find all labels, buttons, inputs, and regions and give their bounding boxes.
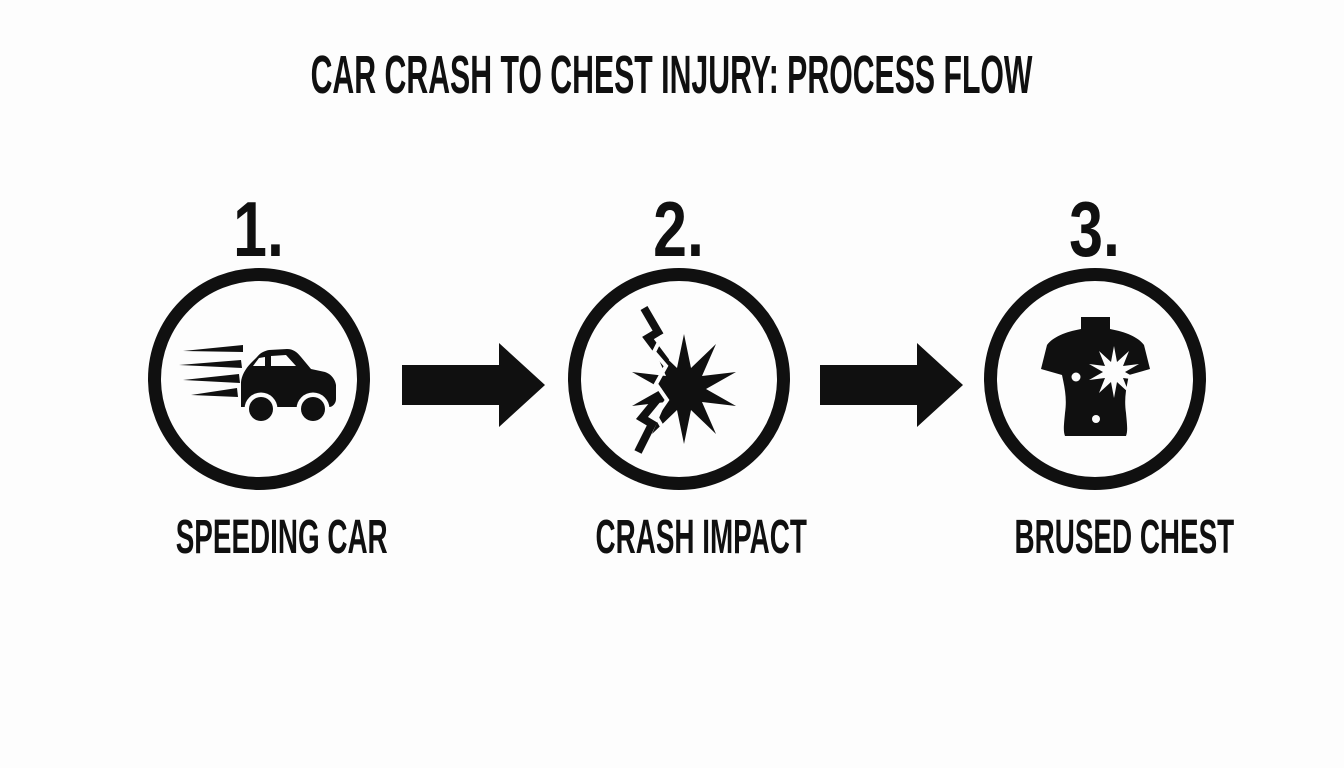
step-label: CRASH IMPACT (595, 511, 807, 564)
step-label: SPEEDING CAR (175, 511, 388, 564)
step-speeding-car: 1. (99, 185, 419, 564)
step-crash-impact: 2. CRASH IMPACT (519, 185, 839, 564)
crash-impact-icon (604, 304, 754, 454)
speeding-car-icon (179, 333, 339, 425)
step-bruised-chest: 3. BRUSED CHEST (935, 185, 1255, 564)
step-circle (984, 268, 1206, 490)
step-label: BRUSED CHEST (1014, 511, 1235, 564)
arrow-right-icon (820, 343, 963, 427)
bruised-chest-icon (1038, 316, 1153, 442)
page-title: CAR CRASH TO CHEST INJURY: PROCESS FLOW (0, 48, 1344, 102)
step-circle (148, 268, 370, 490)
page-title-text: CAR CRASH TO CHEST INJURY: PROCESS FLOW (311, 45, 1033, 105)
step-number: 3. (1069, 185, 1121, 273)
step-number: 2. (653, 185, 705, 273)
step-number: 1. (233, 185, 285, 273)
arrow-right-icon (402, 343, 545, 427)
step-circle (568, 268, 790, 490)
